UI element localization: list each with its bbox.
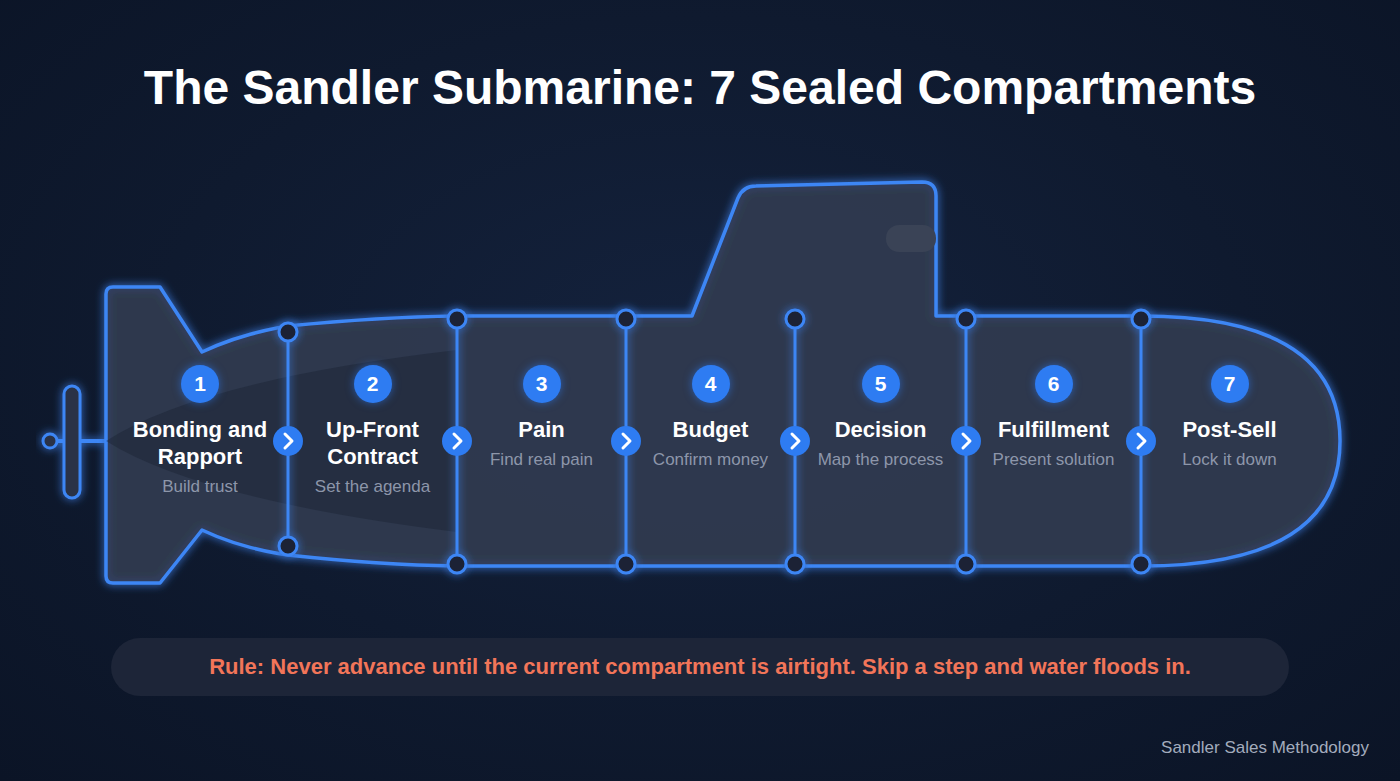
flow-connector	[611, 426, 641, 456]
compartment: BudgetConfirm money 4	[626, 330, 795, 552]
flow-connector	[273, 426, 303, 456]
stage-heading: Fulfillment	[984, 416, 1123, 443]
flow-connector	[1126, 426, 1156, 456]
stage-subtext: Set the agenda	[306, 476, 439, 497]
step-number-circle: 6	[1035, 365, 1073, 403]
stage-subtext: Build trust	[130, 476, 270, 497]
step-number: 3	[536, 372, 548, 396]
compartment: DecisionMap the process 5	[795, 330, 966, 552]
propeller	[43, 386, 108, 498]
stage-heading: Budget	[644, 416, 777, 443]
stage-subtext: Lock it down	[1159, 449, 1300, 470]
step-number-circle: 3	[523, 365, 561, 403]
compartment: FulfillmentPresent solution 6	[966, 330, 1141, 552]
stage-heading: Bonding and Rapport	[130, 416, 270, 470]
stage-heading: Up-Front Contract	[306, 416, 439, 470]
compartment-text: FulfillmentPresent solution	[966, 416, 1141, 470]
compartment-text: BudgetConfirm money	[626, 416, 795, 470]
tower-window	[886, 225, 936, 252]
step-number: 6	[1048, 372, 1060, 396]
stage-subtext: Present solution	[984, 449, 1123, 470]
step-number-circle: 7	[1211, 365, 1249, 403]
stage-subtext: Find real pain	[475, 449, 608, 470]
step-number-circle: 2	[354, 365, 392, 403]
flow-connector	[442, 426, 472, 456]
stage-heading: Pain	[475, 416, 608, 443]
diagram-title: The Sandler Submarine: 7 Sealed Compartm…	[0, 58, 1400, 118]
step-number-circle: 5	[862, 365, 900, 403]
flow-connector	[780, 426, 810, 456]
step-number-circle: 4	[692, 365, 730, 403]
compartment: Post-SellLock it down 7	[1141, 330, 1318, 552]
step-number-circle: 1	[181, 365, 219, 403]
step-number: 2	[367, 372, 379, 396]
submarine-hull	[106, 182, 1340, 583]
compartment-text: PainFind real pain	[457, 416, 626, 470]
stage-heading: Post-Sell	[1159, 416, 1300, 443]
step-number: 7	[1224, 372, 1236, 396]
compartment-text: Post-SellLock it down	[1141, 416, 1318, 470]
stage-subtext: Confirm money	[644, 449, 777, 470]
rule-banner: Rule: Never advance until the current co…	[111, 638, 1289, 696]
stage-subtext: Map the process	[813, 449, 948, 470]
compartment: Up-Front ContractSet the agenda 2	[288, 330, 457, 552]
rule-text: Rule: Never advance until the current co…	[209, 653, 1191, 681]
compartment-text: Bonding and RapportBuild trust	[112, 416, 288, 497]
step-number: 4	[705, 372, 717, 396]
compartment-text: Up-Front ContractSet the agenda	[288, 416, 457, 497]
step-number: 5	[875, 372, 887, 396]
compartment: Bonding and RapportBuild trust 1	[112, 330, 288, 552]
compartment: PainFind real pain 3	[457, 330, 626, 552]
flow-connector	[951, 426, 981, 456]
step-number: 1	[194, 372, 206, 396]
hull-shading	[106, 350, 457, 532]
compartment-text: DecisionMap the process	[795, 416, 966, 470]
stage-heading: Decision	[813, 416, 948, 443]
footer-label: Sandler Sales Methodology	[1161, 737, 1369, 759]
bulkheads	[279, 310, 1150, 573]
